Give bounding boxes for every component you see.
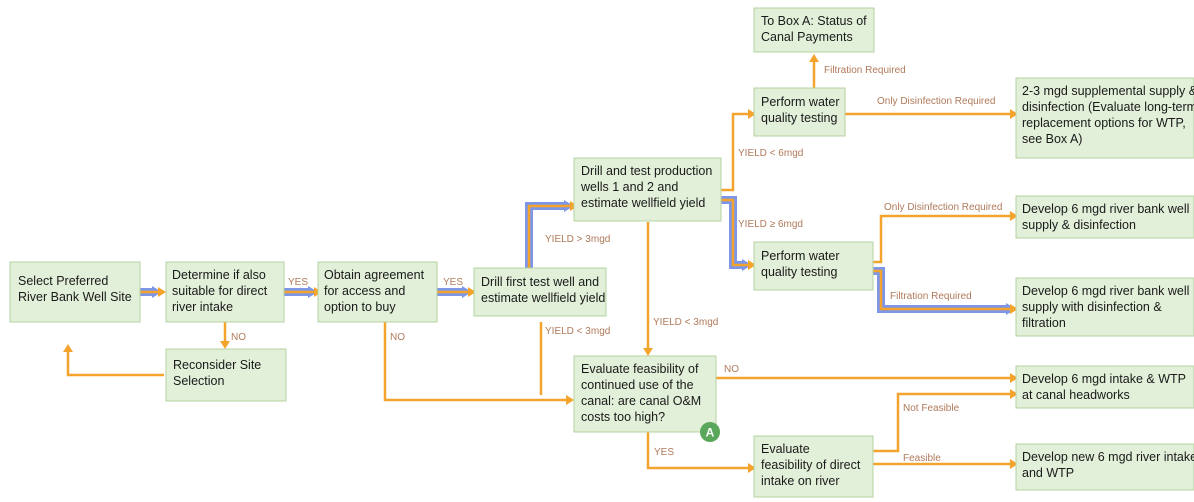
label-yes-1: YES	[288, 277, 308, 288]
label-yield-lt-3-b: YIELD < 3mgd	[653, 317, 718, 328]
label-filtration-required-2: Filtration Required	[890, 291, 972, 302]
label-yield-ge-6: YIELD ≥ 6mgd	[738, 219, 803, 230]
arrowheads	[63, 54, 1018, 473]
label-yes-3: YES	[654, 447, 674, 458]
label-yield-lt-3-a: YIELD < 3mgd	[545, 326, 610, 337]
label-feasible: Feasible	[903, 453, 941, 464]
label-filtration-required-1: Filtration Required	[824, 65, 906, 76]
label-yield-gt-3: YIELD > 3mgd	[545, 234, 610, 245]
label-yes-2: YES	[443, 277, 463, 288]
label-no-1: NO	[231, 332, 246, 343]
edge-labels: YES YES NO NO YIELD > 3mgd YIELD < 3mgd …	[231, 65, 1002, 464]
svg-text:A: A	[706, 426, 715, 440]
flow-lines	[66, 60, 1010, 470]
svg-text:2-3 mgd supplemental supply &d: 2-3 mgd supplemental supply &disinfectio…	[1022, 84, 1194, 146]
label-no-3: NO	[724, 364, 739, 375]
label-no-2: NO	[390, 332, 405, 343]
label-only-disinfection-1: Only Disinfection Required	[877, 96, 995, 107]
box-supplemental-supply: 2-3 mgd supplemental supply &disinfectio…	[1015, 77, 1194, 159]
marker-a: A	[700, 422, 720, 442]
label-only-disinfection-2: Only Disinfection Required	[884, 202, 1002, 213]
label-not-feasible: Not Feasible	[903, 403, 960, 414]
label-yield-lt-6: YIELD < 6mgd	[738, 148, 803, 159]
